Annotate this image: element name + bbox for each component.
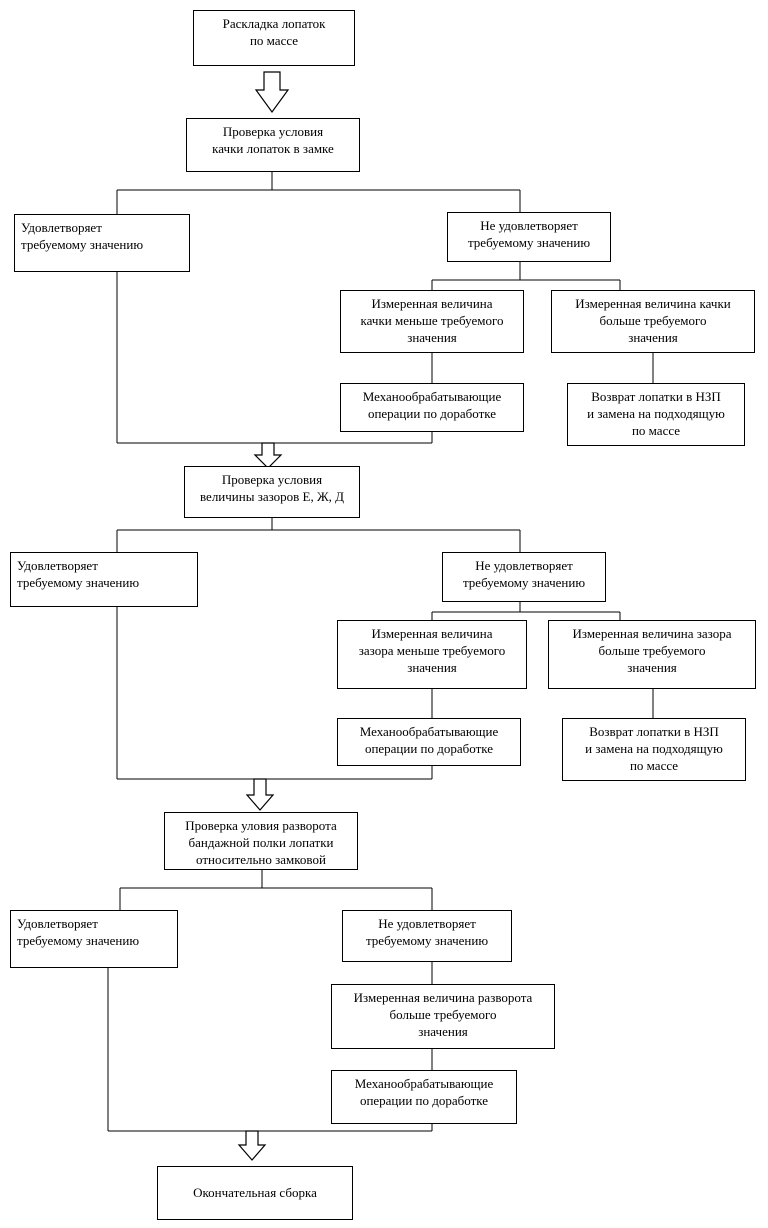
node-final-assembly: Окончательная сборка	[157, 1166, 353, 1220]
flow-arrow	[254, 71, 290, 114]
node-return-2: Возврат лопатки в НЗП и замена на подход…	[562, 718, 746, 781]
node-rock-more: Измеренная величина качки больше требуем…	[551, 290, 755, 353]
node-check-lock-rock: Проверка условия качки лопаток в замке	[186, 118, 360, 172]
node-turn-more: Измеренная величина разворота больше тре…	[331, 984, 555, 1049]
node-satisfies-2: Удовлетворяет требуемому значению	[10, 552, 198, 607]
node-not-satisfies-1: Не удовлетворяет требуемому значению	[447, 212, 611, 262]
node-check-shroud-turn: Проверка уловия разворота бандажной полк…	[164, 812, 358, 870]
node-rock-less: Измеренная величина качки меньше требуем…	[340, 290, 524, 353]
flow-arrow	[245, 778, 275, 811]
node-check-gaps: Проверка условия величины зазоров Е, Ж, …	[184, 466, 360, 518]
node-machining-1: Механообрабатывающие операции по доработ…	[340, 383, 524, 432]
flow-arrow	[253, 442, 283, 469]
node-not-satisfies-2: Не удовлетворяет требуемому значению	[442, 552, 606, 602]
node-return-1: Возврат лопатки в НЗП и замена на подход…	[567, 383, 745, 446]
node-gap-less: Измеренная величина зазора меньше требуе…	[337, 620, 527, 689]
node-gap-more: Измеренная величина зазора больше требуе…	[548, 620, 756, 689]
node-blade-layout: Раскладка лопаток по массе	[193, 10, 355, 66]
node-machining-3: Механообрабатывающие операции по доработ…	[331, 1070, 517, 1124]
node-satisfies-3: Удовлетворяет требуемому значению	[10, 910, 178, 968]
node-satisfies-1: Удовлетворяет требуемому значению	[14, 214, 190, 272]
node-machining-2: Механообрабатывающие операции по доработ…	[337, 718, 521, 766]
node-not-satisfies-3: Не удовлетворяет требуемому значению	[342, 910, 512, 962]
flow-arrow	[237, 1130, 267, 1161]
